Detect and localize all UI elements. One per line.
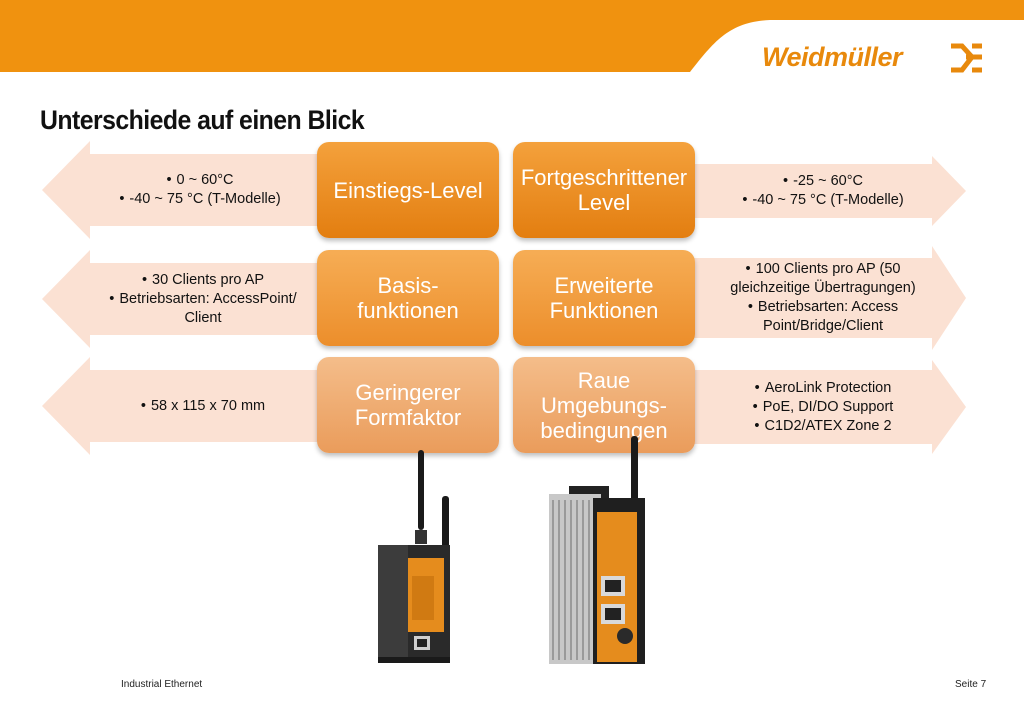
entry-level-box: Einstiegs-Level	[317, 142, 499, 238]
extended-functions-box: Erweiterte Funktionen	[513, 250, 695, 346]
spec-item: -40 ~ 75 °C (T-Modelle)	[742, 191, 903, 210]
brand-logo: Weidmüller	[762, 40, 992, 76]
header-bar	[0, 0, 1024, 72]
box-label: Erweiterte Funktionen	[549, 273, 659, 323]
spec-item: Betriebsarten: AccessPoint/ Client	[92, 290, 314, 328]
box-label: Geringerer Formfaktor	[354, 380, 462, 430]
footer-label: Industrial Ethernet	[121, 679, 203, 690]
basic-functions-box: Basis- funktionen	[317, 250, 499, 346]
left-spec-2: 30 Clients pro AP Betriebsarten: AccessP…	[92, 263, 314, 335]
spec-item: PoE, DI/DO Support	[753, 398, 894, 417]
spec-item: 30 Clients pro AP	[92, 271, 314, 290]
spec-item: AeroLink Protection	[753, 379, 894, 398]
harsh-environment-box: Raue Umgebungs- bedingungen	[513, 357, 695, 453]
right-spec-2: 100 Clients pro AP (50 gleichzeitige Übe…	[712, 258, 934, 338]
page-title: Unterschiede auf einen Blick	[40, 105, 365, 135]
small-access-point-image	[378, 450, 450, 663]
spec-item: 0 ~ 60°C	[119, 171, 280, 190]
spec-item: 58 x 115 x 70 mm	[141, 397, 265, 416]
small-form-factor-box: Geringerer Formfaktor	[317, 357, 499, 453]
spec-item: 100 Clients pro AP (50 gleichzeitige Übe…	[712, 260, 934, 298]
box-label: Raue Umgebungs- bedingungen	[540, 367, 668, 443]
box-label: Fortgeschrittener Level	[520, 165, 688, 215]
box-label: Basis- funktionen	[357, 273, 459, 323]
spec-item: -40 ~ 75 °C (T-Modelle)	[119, 190, 280, 209]
right-spec-3: AeroLink Protection PoE, DI/DO Support C…	[712, 370, 934, 444]
spec-item: Betriebsarten: Access Point/Bridge/Clien…	[712, 298, 934, 336]
large-access-point-image	[549, 436, 645, 664]
brand-name: Weidmüller	[762, 42, 903, 72]
left-spec-3: 58 x 115 x 70 mm	[92, 370, 314, 442]
spec-item: C1D2/ATEX Zone 2	[753, 417, 894, 436]
page-number: Seite 7	[955, 679, 987, 690]
box-label: Einstiegs-Level	[333, 177, 483, 203]
weidmueller-logo-mark-icon	[951, 43, 982, 73]
advanced-level-box: Fortgeschrittener Level	[513, 142, 695, 238]
left-spec-1: 0 ~ 60°C -40 ~ 75 °C (T-Modelle)	[90, 154, 310, 226]
spec-item: -25 ~ 60°C	[742, 172, 903, 191]
right-spec-1: -25 ~ 60°C -40 ~ 75 °C (T-Modelle)	[708, 160, 938, 222]
